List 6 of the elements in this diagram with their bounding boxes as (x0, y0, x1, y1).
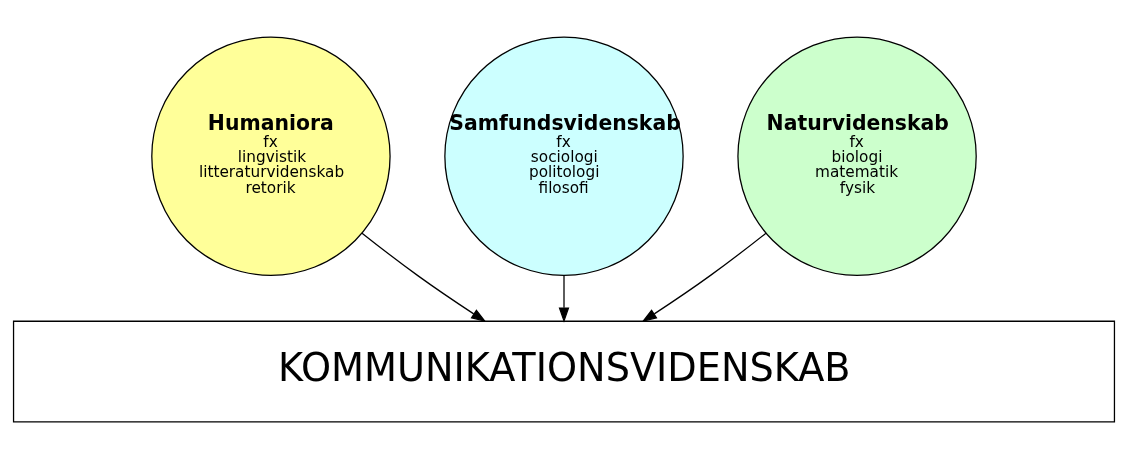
arrow (361, 232, 487, 323)
node-circle: Naturvidenskab fx biologi matematik fysik (737, 36, 977, 276)
node-box: KOMMUNIKATIONSVIDENSKAB (12, 320, 1116, 423)
arrow (641, 232, 767, 323)
node-circle: Humaniora fx lingvistik litteraturvidenskab retorik (151, 36, 391, 276)
arrow (558, 275, 570, 323)
